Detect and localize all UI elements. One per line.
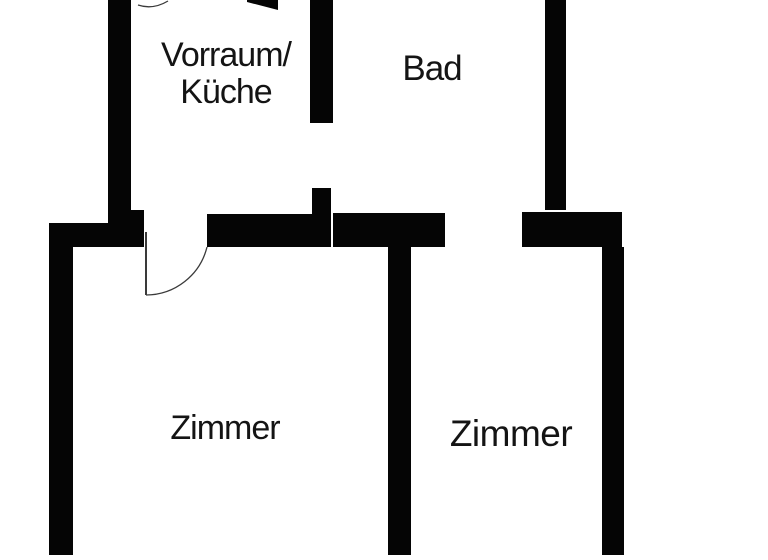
vorraum-bad-divider-top (310, 0, 333, 123)
entrance-door-leaf (247, 0, 278, 10)
room-label-vorraum-kueche: Vorraum/ Küche (161, 36, 292, 111)
bad-right-wall (545, 0, 566, 210)
hall-wall-right (522, 212, 622, 247)
vorraum-bad-divider-bottom (312, 188, 331, 214)
room-label-zimmer-right: Zimmer (449, 413, 573, 454)
left-outer-wall (49, 223, 73, 555)
room-label-zimmer-left: Zimmer (170, 409, 280, 447)
zimmer-door-arc (145, 246, 208, 296)
hall-wall-mid-right (333, 213, 445, 247)
room-label-bad: Bad (402, 49, 462, 88)
vorraum-left-wall (108, 0, 131, 223)
hall-wall-mid-left (207, 214, 331, 247)
zimmer-divider-wall (388, 247, 411, 555)
room-label-vorraum-line2: Küche (180, 73, 272, 111)
right-outer-wall (602, 247, 624, 555)
entrance-door-arc (137, 0, 169, 8)
room-label-vorraum-line1: Vorraum/ (161, 36, 292, 74)
